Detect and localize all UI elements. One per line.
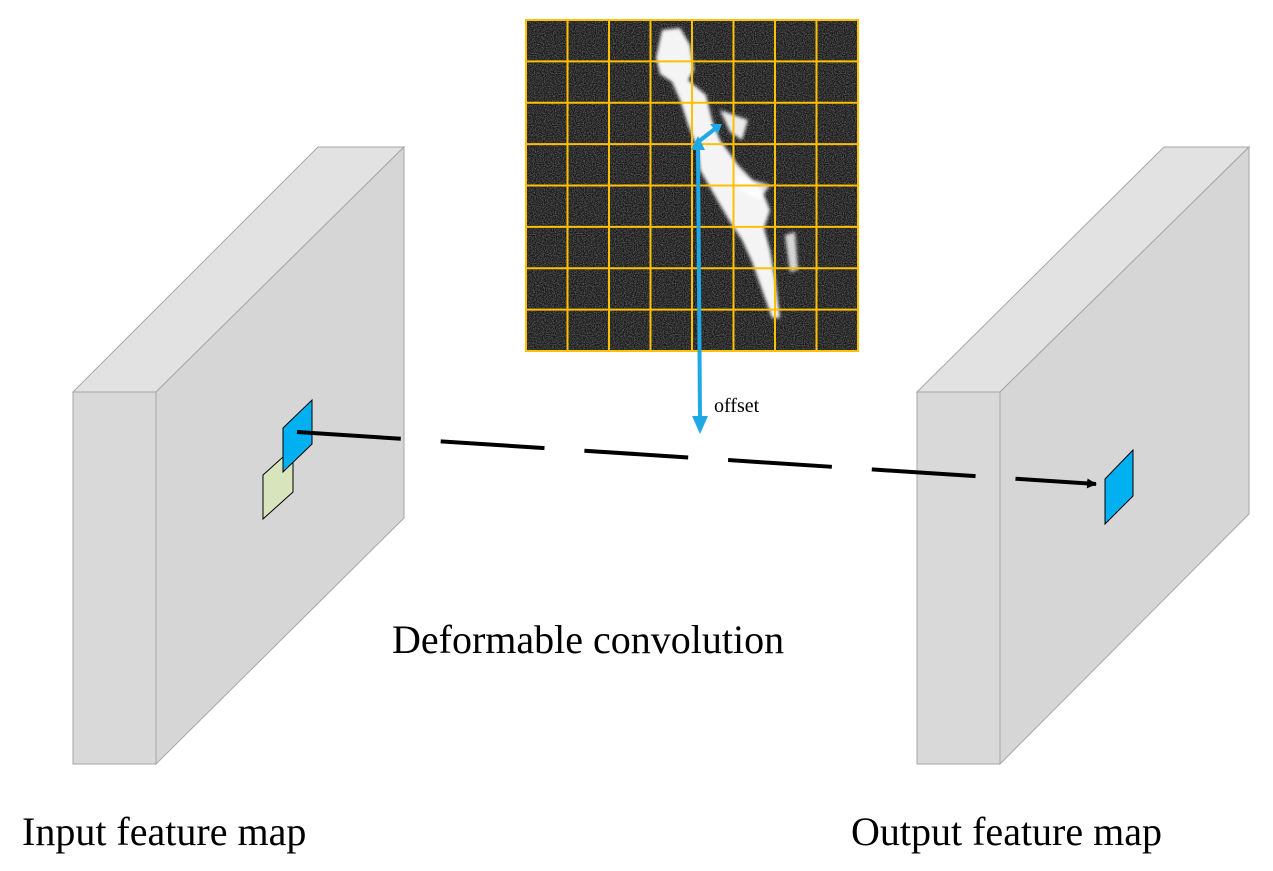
input-feature-map-label: Input feature map <box>22 809 307 854</box>
offset-arrow-icon <box>691 124 722 434</box>
diagram-title: Deformable convolution <box>392 617 785 662</box>
output-feature-map <box>915 145 1251 766</box>
output-kernel-patch <box>1104 448 1134 526</box>
sar-ship-image <box>525 19 859 352</box>
offset-label: offset <box>714 395 760 417</box>
sampling-grid <box>525 19 859 352</box>
input-feature-map <box>71 145 406 766</box>
dashed-arrow-icon <box>296 430 1097 489</box>
output-feature-map-label: Output feature map <box>851 809 1162 854</box>
offset-kernel-patch <box>282 398 313 474</box>
output-block-front <box>916 391 1001 765</box>
input-block-front <box>72 391 157 765</box>
